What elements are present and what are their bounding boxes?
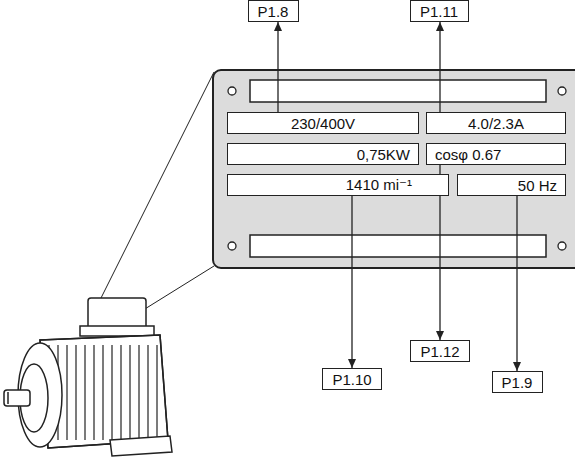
callout-arrow xyxy=(516,196,517,371)
speed-field: 1410 mi⁻¹ xyxy=(227,174,449,196)
nameplate-value: 50 Hz xyxy=(518,177,557,194)
callout-arrow xyxy=(439,22,440,112)
callout-label: P1.8 xyxy=(258,3,289,20)
nameplate-value: 0,75KW xyxy=(357,146,410,163)
callout-label: P1.12 xyxy=(420,343,459,360)
callout-number: P1.12 xyxy=(410,340,470,362)
current-field: 4.0/2.3A xyxy=(426,112,566,134)
nameplate-value: cosφ 0.67 xyxy=(435,146,501,163)
callout-label: P1.11 xyxy=(420,3,458,20)
nameplate-value: 4.0/2.3A xyxy=(468,115,524,132)
callout-number: P1.11 xyxy=(410,0,469,22)
callout-number: P1.9 xyxy=(492,371,543,393)
callout-number: P1.8 xyxy=(248,0,299,22)
callout-label: P1.10 xyxy=(332,371,371,388)
power-factor-field: cosφ 0.67 xyxy=(426,143,566,165)
callout-arrow xyxy=(277,22,278,112)
frequency-field: 50 Hz xyxy=(457,174,566,196)
power-field: 0,75KW xyxy=(227,143,419,165)
voltage-field: 230/400V xyxy=(227,112,419,134)
callout-arrow xyxy=(351,196,352,368)
nameplate-value: 1410 mi⁻¹ xyxy=(346,176,412,194)
callout-label: P1.9 xyxy=(502,374,533,391)
nameplate-value: 230/400V xyxy=(291,115,355,132)
callout-number: P1.10 xyxy=(322,368,382,390)
